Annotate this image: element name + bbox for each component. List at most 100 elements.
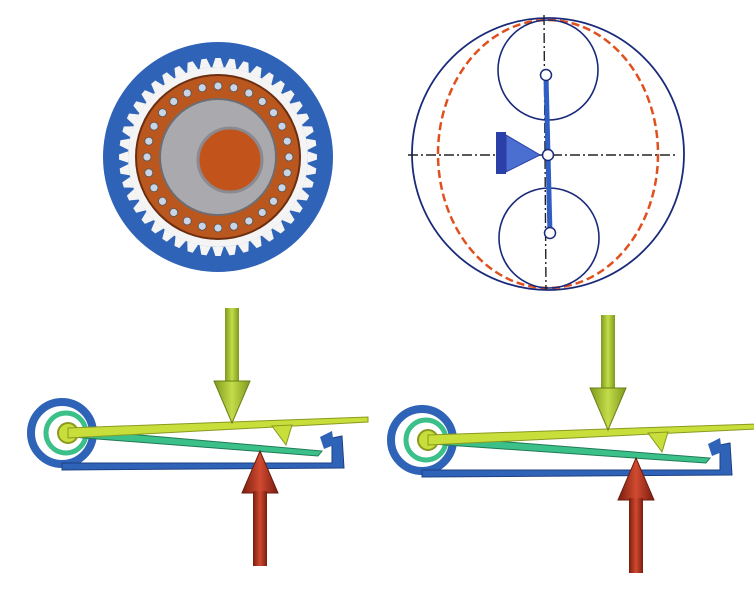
bearing-ball [158,196,167,206]
orbit-schematic [408,14,685,291]
gear-tooth [261,229,274,242]
gear-tooth [174,236,186,249]
vertical-axis [543,14,547,291]
pointer-triangle-icon [505,134,542,173]
bearing-ball [144,136,154,146]
bearing-ball [213,223,223,233]
gear-tooth [122,176,134,188]
gear-tooth [119,164,130,176]
bearing-ball [144,168,154,178]
bearing-ball [244,88,254,98]
gear-tooth [302,176,314,188]
gear-tooth [141,90,154,103]
gear-tooth [290,101,303,114]
frame-hook [708,438,722,456]
gear-tooth [162,229,175,242]
gear-tooth [212,58,224,68]
bearing-ball [169,208,179,217]
gear-tooth [282,90,295,103]
lever-mechanism-a [27,308,369,566]
bearing-ball [244,216,254,226]
gear-tooth [187,241,199,253]
gear-tooth [141,211,154,224]
gear-tooth [261,72,274,85]
bearing-ball [197,83,207,93]
gear-tooth [199,245,211,256]
lever-mechanism-b [387,315,754,573]
gear-tooth [133,200,146,213]
force-down-arrow-icon [213,308,251,425]
gear-tooth [290,200,303,213]
gear-tooth [162,72,175,85]
gear-tooth [199,58,211,69]
arrow-head [589,387,627,432]
gear-tooth [225,58,237,69]
gear-tooth [126,189,139,201]
bearing-ball [277,183,287,193]
bearing-ball [182,216,192,226]
gear-tooth [297,113,310,125]
gear-tooth [302,126,314,138]
force-up-arrow-icon [241,449,279,566]
arrow-shaft [225,308,239,383]
arrow-head [241,449,279,494]
gear-tooth [187,61,199,73]
force-up-arrow-icon [617,456,655,573]
gear-tooth [297,189,310,201]
frame [61,435,345,471]
gear-tooth [237,241,249,253]
bearing-ball [142,152,152,162]
bearing-balls [142,81,294,233]
bearing-ball [257,208,267,217]
bearing-ball [269,196,278,206]
force-down-arrow-icon [589,315,627,432]
arrow-head [213,380,251,425]
arrow-shaft [601,315,615,390]
bearing-ball [257,97,267,106]
lever-tab [271,424,293,447]
bearing-ball [269,108,278,118]
gear-tooth [306,138,317,150]
pivot-top [539,68,553,82]
arrow-head [617,456,655,501]
frame-hook [320,431,334,449]
lever-tab [647,431,669,454]
bearing-ball [182,88,192,98]
gear-tooth [237,61,249,73]
gear-tooth [307,151,317,163]
gear-cross-section [103,42,333,272]
lever-arm [427,423,754,446]
pivot-bottom [543,226,557,240]
bearing-ball [213,81,223,91]
gear-tooth [133,101,146,114]
bearing-ball [282,168,292,178]
gear-tooth [151,80,164,93]
bearing-ball [229,83,239,93]
arrow-shaft [253,491,267,566]
bearing-ball [282,136,292,146]
gear-tooth [119,138,130,150]
dashed-ellipse [436,18,660,290]
bearing-ball [197,221,207,231]
bearing-ball [277,121,287,131]
pivot-center [541,148,555,162]
gear-teeth [119,58,317,256]
bearing-ball [149,121,159,131]
bearing-ball [284,152,294,162]
hub [196,126,264,194]
gear-tooth [119,151,129,163]
outer-circle [411,17,685,291]
gear-tooth [212,246,224,256]
gear-tooth [272,221,285,234]
arrow-shaft [629,498,643,573]
lever-arm [67,416,369,439]
pointer-base [496,132,506,174]
gear-tooth [151,221,164,234]
frame [421,442,733,478]
gear-tooth [250,65,262,78]
gear-tooth [126,113,139,125]
gear-tooth [282,211,295,224]
gear-tooth [225,245,237,256]
gear-tooth [272,80,285,93]
